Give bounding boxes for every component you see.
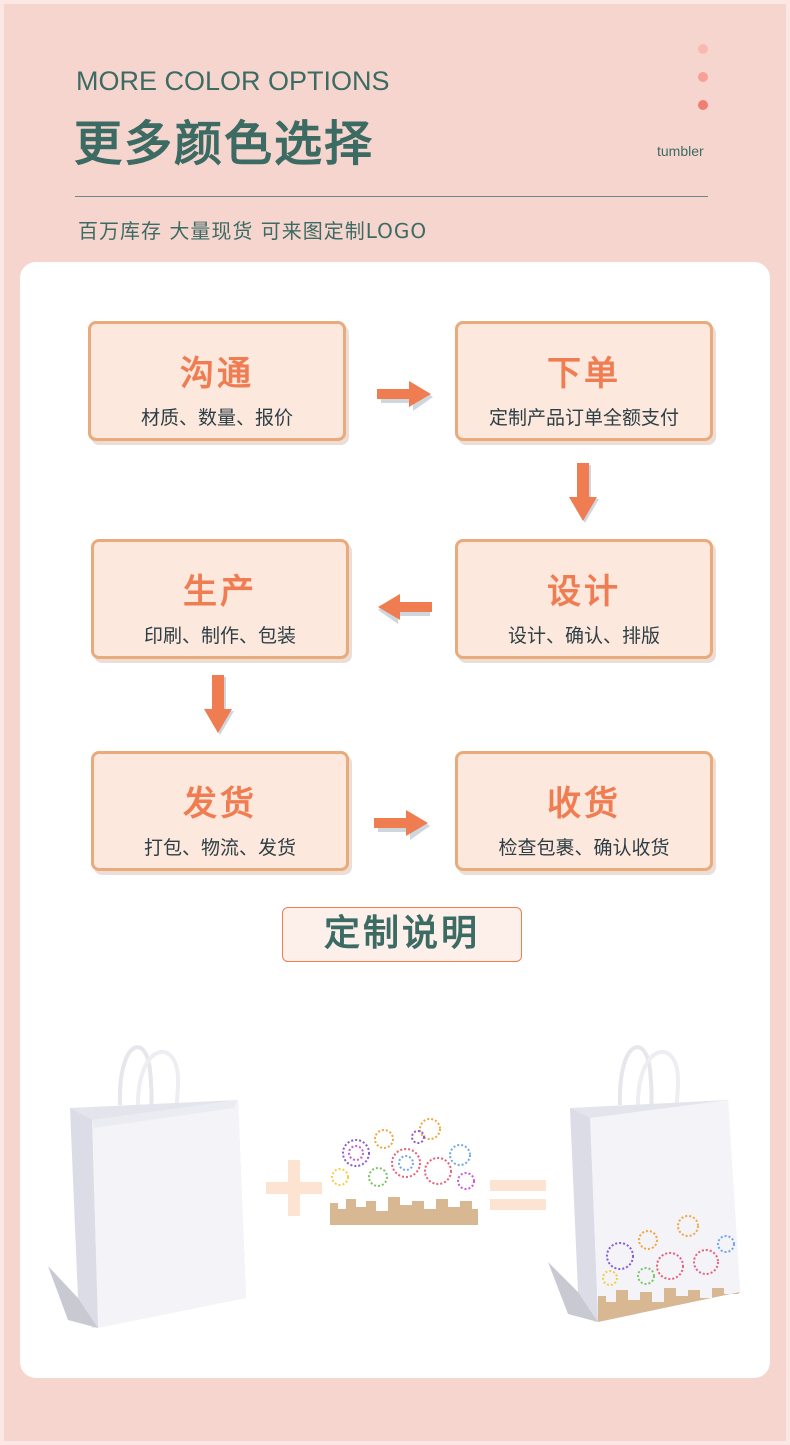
tag-label: tumbler bbox=[657, 143, 704, 159]
step-title: 发货 bbox=[183, 784, 257, 824]
step-receive: 收货 检查包裹、确认收货 bbox=[455, 751, 713, 871]
plus-icon bbox=[266, 1160, 322, 1216]
english-title: MORE COLOR OPTIONS bbox=[76, 66, 390, 96]
printed-bag-image bbox=[548, 1045, 740, 1322]
arrow-right-icon bbox=[377, 381, 433, 411]
step-shipping: 发货 打包、物流、发货 bbox=[91, 751, 349, 871]
step-title: 生产 bbox=[183, 572, 257, 612]
step-communicate: 沟通 材质、数量、报价 bbox=[88, 321, 346, 441]
step-title: 设计 bbox=[547, 572, 621, 612]
step-title: 收货 bbox=[547, 784, 621, 824]
subtitle: 百万库存 大量现货 可来图定制LOGO bbox=[78, 219, 428, 243]
step-title: 沟通 bbox=[180, 354, 254, 394]
dot-dark bbox=[698, 100, 708, 110]
dot-medium bbox=[698, 72, 708, 82]
step-production: 生产 印刷、制作、包装 bbox=[91, 539, 349, 659]
step-description: 材质、数量、报价 bbox=[140, 407, 293, 429]
chinese-title: 更多颜色选择 bbox=[74, 116, 375, 172]
arrow-down-icon bbox=[204, 675, 234, 735]
fireworks-pattern-image bbox=[330, 1118, 478, 1225]
step-description: 定制产品订单全额支付 bbox=[488, 407, 679, 429]
plain-bag-image bbox=[48, 1045, 246, 1328]
arrow-left-icon bbox=[378, 594, 432, 624]
arrow-down-icon bbox=[569, 463, 599, 523]
step-description: 印刷、制作、包装 bbox=[143, 625, 296, 647]
header-divider bbox=[75, 196, 708, 197]
step-design: 设计 设计、确认、排版 bbox=[455, 539, 713, 659]
step-title: 下单 bbox=[547, 354, 621, 394]
arrow-right-icon bbox=[374, 810, 430, 840]
step-description: 打包、物流、发货 bbox=[143, 837, 296, 859]
decorative-dots bbox=[698, 44, 708, 128]
customization-label: 定制说明 bbox=[282, 907, 522, 962]
dot-light bbox=[698, 44, 708, 54]
equals-icon bbox=[490, 1180, 546, 1210]
step-order: 下单 定制产品订单全额支付 bbox=[455, 321, 713, 441]
step-description: 检查包裹、确认收货 bbox=[498, 837, 670, 859]
step-description: 设计、确认、排版 bbox=[507, 625, 660, 647]
